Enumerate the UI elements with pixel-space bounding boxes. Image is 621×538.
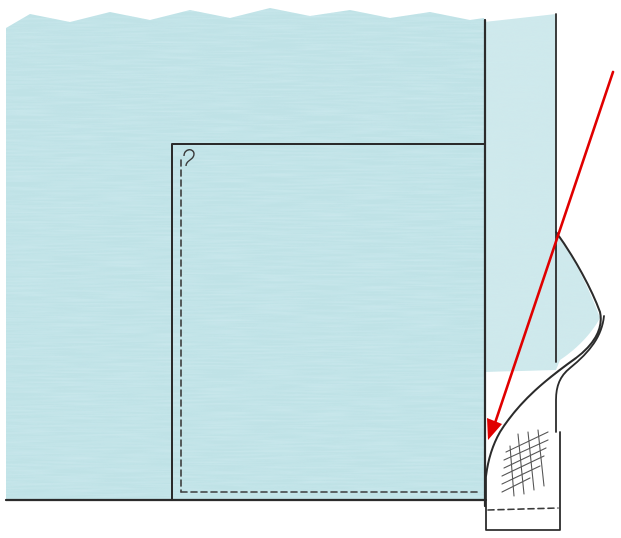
fold-curve-inner: [555, 315, 605, 433]
fold-hatching: [501, 429, 549, 497]
fold-flap: [484, 312, 605, 506]
fold-curve-outer: [485, 231, 602, 477]
pointer-arrow: [487, 70, 615, 440]
flap-box: [485, 431, 561, 531]
stitching: [180, 159, 559, 511]
pocket-outline: [171, 143, 485, 501]
stitch-flap: [487, 507, 559, 511]
arrow-head: [487, 418, 502, 440]
arrow-shaft: [492, 70, 615, 428]
stitch-start-mark: [183, 149, 195, 167]
outlines: [4, 13, 605, 531]
